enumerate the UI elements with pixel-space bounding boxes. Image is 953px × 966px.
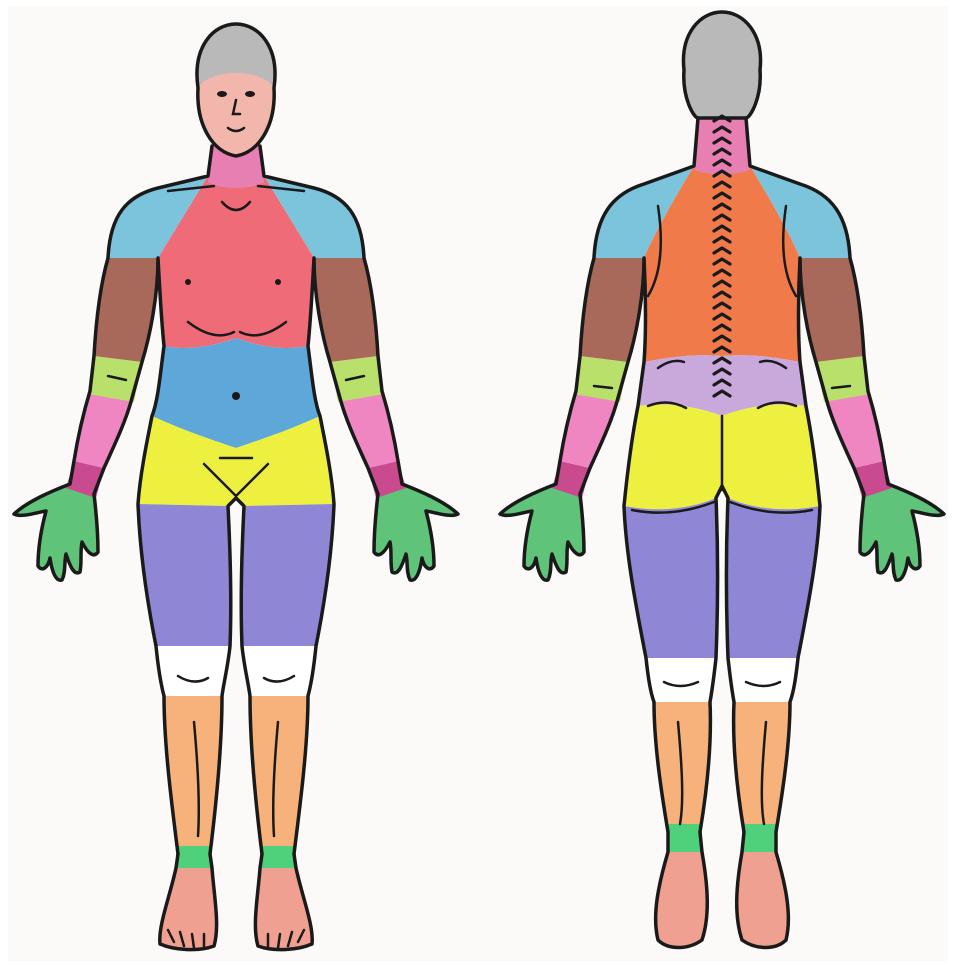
back-left-ankle[interactable] <box>742 824 776 852</box>
front-left-knee[interactable] <box>242 646 316 696</box>
back-left-knee[interactable] <box>728 658 798 702</box>
front-navel-icon <box>232 392 240 400</box>
body-map-drawing <box>8 6 948 961</box>
front-right-knee[interactable] <box>156 646 230 696</box>
front-left-nipple-icon <box>185 279 191 285</box>
front-right-nipple-icon <box>275 279 281 285</box>
front-left-ankle[interactable] <box>260 846 296 868</box>
back-right-knee[interactable] <box>646 658 716 702</box>
front-right-ankle[interactable] <box>176 846 212 868</box>
back-right-ankle[interactable] <box>668 824 702 852</box>
front-right-eye-icon <box>245 91 255 97</box>
front-left-eye-icon <box>217 91 227 97</box>
back-neck[interactable] <box>694 116 750 175</box>
